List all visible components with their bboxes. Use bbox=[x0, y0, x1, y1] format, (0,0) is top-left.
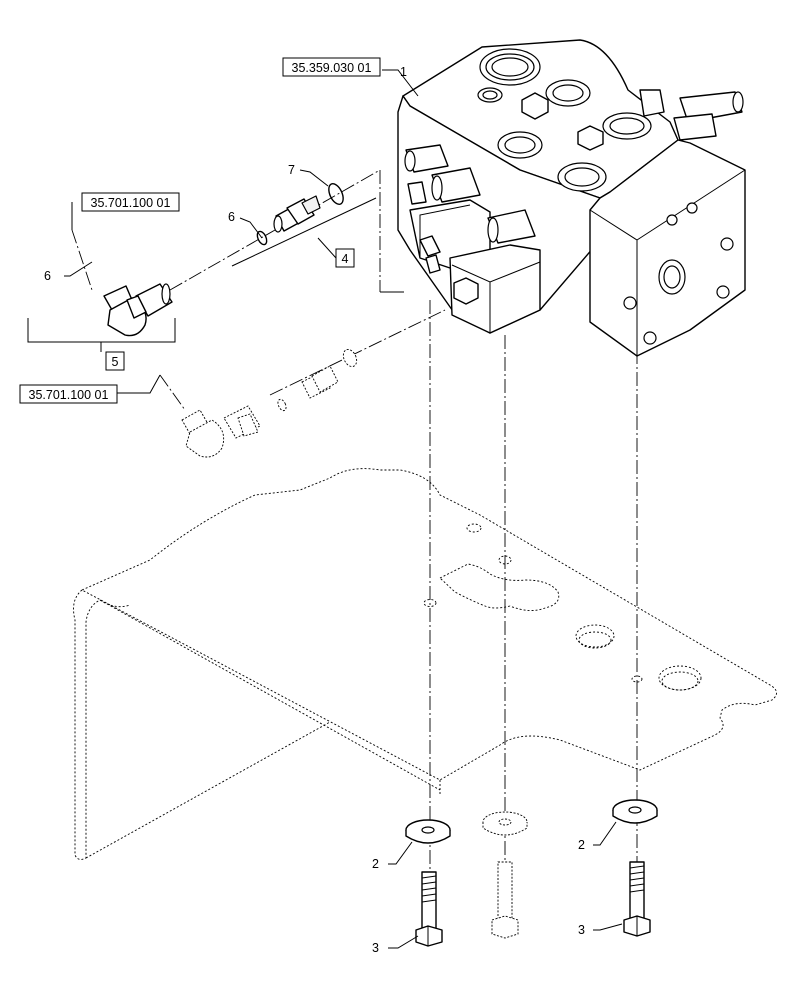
o-ring-upper-6 bbox=[256, 230, 268, 246]
adapter-fitting-lower bbox=[277, 349, 358, 412]
valve-reference-text: 35.359.030 01 bbox=[292, 61, 372, 75]
elbow-fitting-lower bbox=[181, 405, 261, 458]
kit-4-label: 4 bbox=[342, 252, 349, 266]
o-ring-upper-7 bbox=[328, 183, 344, 205]
bolt-center bbox=[491, 861, 519, 939]
hose-reference-lower-text: 35.701.100 01 bbox=[29, 388, 109, 402]
reference-box-valve[interactable]: 35.359.030 01 bbox=[282, 57, 381, 77]
mounting-bracket bbox=[73, 468, 777, 860]
callout-item-7: 7 bbox=[288, 163, 295, 177]
leader-lines bbox=[27, 69, 623, 949]
bolt-left bbox=[415, 871, 443, 947]
reference-box-hose-upper[interactable]: 35.701.100 01 bbox=[81, 192, 180, 212]
callout-item-3-left: 3 bbox=[372, 941, 379, 955]
reference-box-hose-lower[interactable]: 35.701.100 01 bbox=[19, 384, 118, 404]
washer-right bbox=[612, 799, 658, 824]
callout-item-2-right: 2 bbox=[578, 838, 585, 852]
callout-item-6-upper: 6 bbox=[228, 210, 235, 224]
hose-reference-upper-text: 35.701.100 01 bbox=[91, 196, 171, 210]
elbow-fitting-upper bbox=[103, 283, 173, 337]
bolt-right bbox=[623, 861, 651, 937]
washer-left bbox=[405, 819, 451, 844]
adapter-fitting-upper bbox=[273, 195, 321, 233]
kit-box-5[interactable]: 5 bbox=[105, 351, 125, 371]
callout-item-2-left: 2 bbox=[372, 857, 379, 871]
kit-5-label: 5 bbox=[112, 355, 119, 369]
callout-item-3-right: 3 bbox=[578, 923, 585, 937]
kit-box-4[interactable]: 4 bbox=[335, 248, 355, 268]
callout-item-1: 1 bbox=[400, 65, 407, 79]
washer-center bbox=[482, 811, 528, 836]
callout-item-6-left: 6 bbox=[44, 269, 51, 283]
control-valve-assembly bbox=[397, 39, 746, 357]
